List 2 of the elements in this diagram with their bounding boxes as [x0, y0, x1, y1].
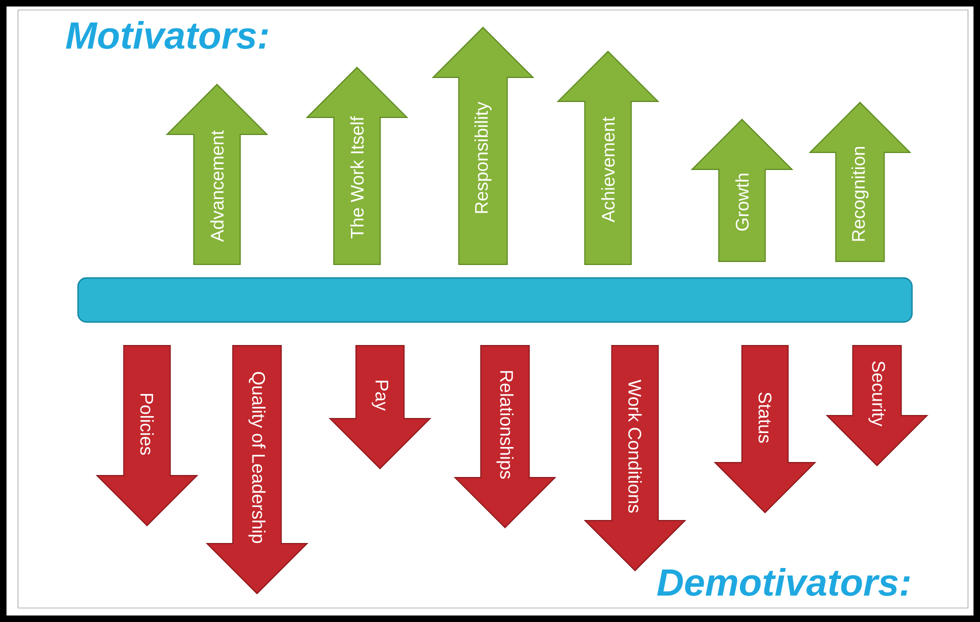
bar	[77, 277, 913, 323]
section-heading: Motivators:	[66, 21, 268, 49]
